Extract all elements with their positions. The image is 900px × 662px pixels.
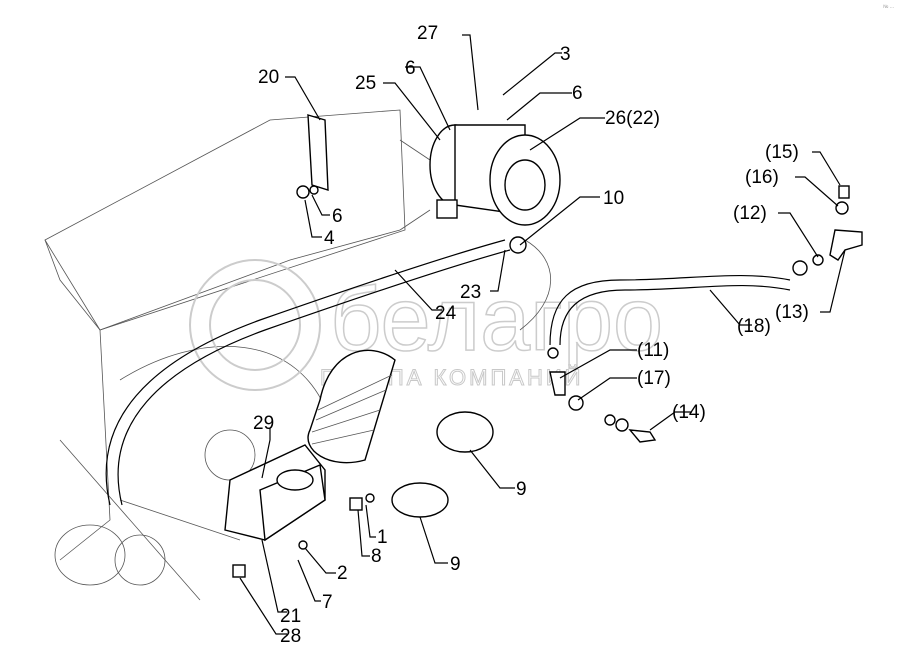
callout-23: 23 <box>460 282 481 303</box>
callout-7: 7 <box>322 592 333 613</box>
callout-8: 8 <box>371 546 382 567</box>
callout-25: 25 <box>355 73 376 94</box>
callout-2: 2 <box>337 563 348 584</box>
callout-1: 1 <box>377 527 388 548</box>
callout-21: 21 <box>280 606 301 627</box>
callout-9: 9 <box>516 479 527 500</box>
callout-9: 9 <box>450 554 461 575</box>
callout-3: 3 <box>560 44 571 65</box>
callout-10: 10 <box>603 188 624 209</box>
callout-17: (17) <box>637 368 671 389</box>
callout-6: 6 <box>572 83 583 104</box>
bracket-20 <box>296 114 329 199</box>
clamp-9-upper <box>436 411 494 453</box>
leader-lines <box>239 34 846 635</box>
callout-26-22: 26(22) <box>605 108 660 129</box>
hose-24 <box>105 239 506 506</box>
inlet-housing <box>224 444 375 578</box>
callout-15: (15) <box>765 142 799 163</box>
callout-6: 6 <box>332 206 343 227</box>
hose-18 <box>549 274 791 346</box>
callout-16: (16) <box>745 167 779 188</box>
callout-24: 24 <box>435 303 457 324</box>
callout-4: 4 <box>324 228 335 249</box>
callout-12: (12) <box>733 203 767 224</box>
air-cleaner <box>429 124 561 226</box>
callout-18: (18) <box>737 316 771 337</box>
callout-11: (11) <box>637 340 669 361</box>
callout-6: 6 <box>405 58 416 79</box>
corner-mark: № ... <box>883 4 894 10</box>
callout-14: (14) <box>672 402 706 423</box>
watermark-logo: ГРУППА КОМПАНИЙ белагро <box>189 259 664 391</box>
corrugated-duct <box>307 349 396 464</box>
callout-20: 20 <box>258 67 279 88</box>
callout-28: 28 <box>280 626 301 647</box>
callout-29: 29 <box>253 413 274 434</box>
callout-13: (13) <box>775 302 809 323</box>
tee-fitting <box>509 185 863 443</box>
clamp-9-lower <box>391 482 449 518</box>
callout-27: 27 <box>417 23 438 44</box>
